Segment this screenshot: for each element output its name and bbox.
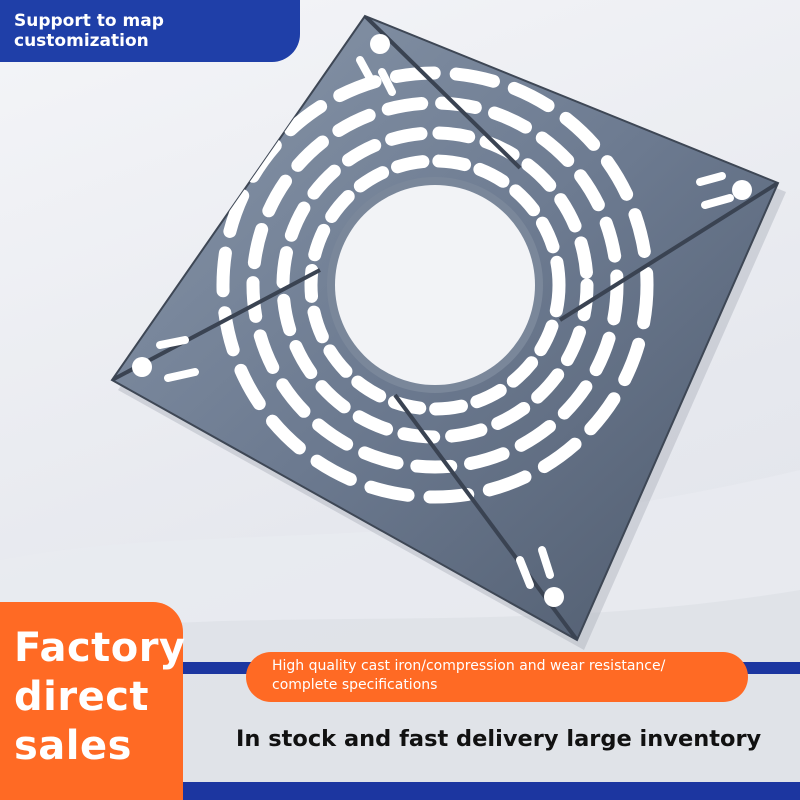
features-line-2: complete specifications [272,677,438,693]
features-line-1: High quality cast iron/compression and w… [272,658,666,674]
blue-stripe-bottom [0,782,800,800]
features-pill: High quality cast iron/compression and w… [246,652,748,702]
headline-line-1: Factory [14,625,186,671]
customization-badge-text: Support to map customization [14,11,164,51]
headline-line-3: sales [14,723,132,769]
headline-line-2: direct [14,674,150,720]
tagline: In stock and fast delivery large invento… [236,726,762,752]
customization-badge: Support to map customization [0,0,300,62]
factory-direct-sales-block: Factory direct sales [0,602,186,800]
